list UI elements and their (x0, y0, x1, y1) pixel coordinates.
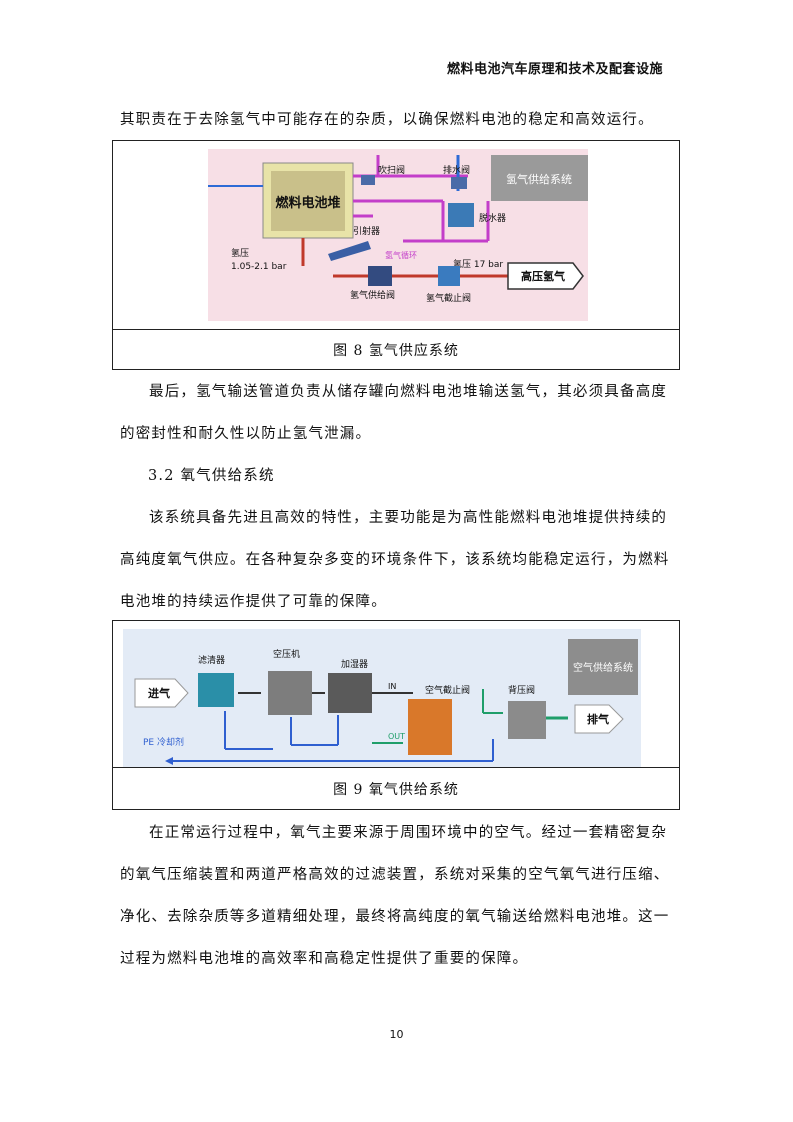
purge-valve-label: 吹扫阀 (378, 164, 405, 176)
section-heading: 3.2 氧气供给系统 (148, 468, 275, 484)
page-number: 10 (389, 1028, 404, 1041)
system-title: 空气供给系统 (573, 661, 633, 674)
title-box (568, 639, 638, 695)
humidifier-label: 加湿器 (341, 659, 368, 670)
exhaust-arrow (574, 704, 624, 734)
stack-label: 燃料电池堆 (275, 195, 340, 211)
cutoff-valve-label: 空气截止阀 (425, 684, 470, 696)
hydrogen-supply-diagram: 氢气供给系统 燃料电池堆 吹扫阀 排水阀 脱水器 (208, 149, 588, 321)
dehumidifier-icon (448, 203, 474, 227)
paragraph-2b: 的密封性和耐久性以防止氢气泄漏。 (120, 426, 372, 442)
supply-valve-icon (368, 266, 392, 286)
paragraph-4b: 的氧气压缩装置和两道严格高效的过滤装置，系统对采集的空气氧气进行压缩、 (120, 867, 670, 883)
hp-hydrogen-arrow (507, 262, 584, 290)
paragraph-3b: 高纯度氧气供应。在各种复杂多变的环境条件下，该系统均能稳定运行，为燃料 (120, 552, 670, 568)
cutoff-valve-icon (408, 699, 452, 755)
paragraph-2a: 最后，氢气输送管道负责从储存罐向燃料电池堆输送氢气，其必须具备高度 (149, 384, 668, 400)
ejector-icon (328, 241, 371, 261)
compressor-label: 空压机 (273, 648, 300, 660)
in-label: IN (388, 682, 396, 691)
cutoff-valve-label: 氢气截止阀 (426, 292, 471, 304)
exhaust-label: 排气 (587, 712, 609, 726)
running-header: 燃料电池汽车原理和技术及配套设施 (446, 62, 663, 77)
system-title: 氢气供给系统 (506, 172, 572, 186)
high-pressure-label: 氢压 17 bar (453, 258, 503, 270)
humidifier-icon (328, 673, 372, 713)
filter-label: 滤清器 (198, 654, 225, 666)
paragraph-4d: 过程为燃料电池堆的高效率和高稳定性提供了重要的保障。 (120, 951, 529, 967)
title-box (491, 155, 588, 201)
pressure-range: 1.05-2.1 bar (231, 262, 287, 272)
out-label: OUT (388, 732, 405, 741)
ejector-label: 引射器 (353, 225, 380, 237)
drain-valve-label: 排水阀 (443, 164, 470, 176)
figure-8-diagram: 氢气供给系统 燃料电池堆 吹扫阀 排水阀 脱水器 (113, 141, 679, 330)
paragraph-4c: 净化、去除杂质等多道精细处理，最终将高纯度的氧气输送给燃料电池堆。这一 (120, 909, 670, 925)
pressure-label: 氢压 (231, 247, 249, 259)
figure-8-caption: 图 8 氢气供应系统 (333, 343, 459, 359)
supply-valve-label: 氢气供给阀 (350, 289, 395, 301)
purge-valve-icon (361, 175, 375, 185)
air-supply-diagram: 空气供给系统 进气 滤清器 空压机 加湿器 IN OUT 空气截止阀 背压阀 排… (123, 629, 641, 767)
figure-9: 空气供给系统 进气 滤清器 空压机 加湿器 IN OUT 空气截止阀 背压阀 排… (112, 620, 680, 810)
paragraph-3c: 电池堆的持续运作提供了可靠的保障。 (120, 594, 387, 610)
recirculation-label: 氢气循环 (385, 250, 417, 260)
dehumidifier-label: 脱水器 (479, 212, 506, 224)
cutoff-valve-icon (438, 266, 460, 286)
inlet-arrow (134, 678, 189, 708)
hp-hydrogen-label: 高压氢气 (521, 269, 565, 283)
backpressure-label: 背压阀 (508, 684, 535, 696)
paragraph-3a: 该系统具备先进且高效的特性，主要功能是为高性能燃料电池堆提供持续的 (149, 510, 668, 526)
filter-icon (198, 673, 234, 707)
inlet-label: 进气 (148, 686, 170, 700)
paragraph-1: 其职责在于去除氢气中可能存在的杂质，以确保燃料电池的稳定和高效运行。 (120, 112, 654, 128)
compressor-icon (268, 671, 312, 715)
coolant-label: PE 冷却剂 (143, 736, 184, 748)
figure-9-diagram: 空气供给系统 进气 滤清器 空压机 加湿器 IN OUT 空气截止阀 背压阀 排… (113, 621, 679, 768)
paragraph-4a: 在正常运行过程中，氧气主要来源于周围环境中的空气。经过一套精密复杂 (149, 825, 668, 841)
figure-8: 氢气供给系统 燃料电池堆 吹扫阀 排水阀 脱水器 (112, 140, 680, 370)
fuel-cell-stack-body (271, 171, 345, 231)
backpressure-valve-icon (508, 701, 546, 739)
figure-9-caption: 图 9 氧气供给系统 (333, 782, 459, 798)
drain-valve-icon (451, 177, 467, 189)
